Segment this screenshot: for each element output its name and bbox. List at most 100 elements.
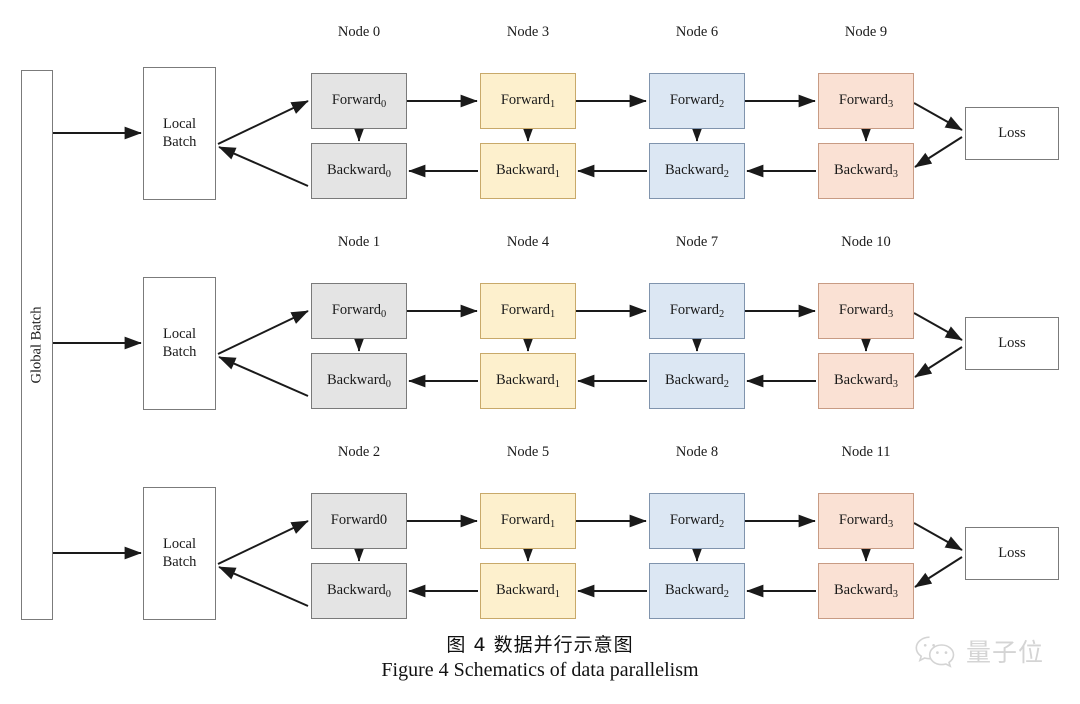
forward-subscript: 0 <box>380 99 387 111</box>
forward-box-row1-stage2[interactable]: Forward2 <box>649 73 745 129</box>
backward-subscript: 3 <box>892 589 898 601</box>
loss-label: Loss <box>998 124 1026 141</box>
backward-subscript: 1 <box>554 379 560 391</box>
arrow-forward3-to-loss-row3 <box>913 522 963 551</box>
backward-label: Backward <box>327 582 386 599</box>
watermark: 量子位 <box>913 633 1044 669</box>
backward-subscript: 2 <box>723 589 729 601</box>
loss-label: Loss <box>998 544 1026 561</box>
backward-box-row1-stage3[interactable]: Backward3 <box>818 143 914 199</box>
arrow-forward3-to-loss-row2 <box>913 312 963 341</box>
backward-label: Backward <box>834 162 893 179</box>
backward-box-row3-stage0[interactable]: Backward0 <box>311 563 407 619</box>
backward-label: Backward <box>665 372 724 389</box>
arrow-local-to-forward-1 <box>217 100 309 145</box>
figure-caption-english: Figure 4 Schematics of data parallelism <box>381 659 699 681</box>
forward-box-row2-stage2[interactable]: Forward2 <box>649 283 745 339</box>
forward-subscript: 1 <box>549 519 556 531</box>
forward-box-row2-stage1[interactable]: Forward1 <box>480 283 576 339</box>
forward-label: Forward <box>669 512 719 529</box>
node-label-10: Node 10 <box>841 234 891 250</box>
forward-box-row2-stage3[interactable]: Forward3 <box>818 283 914 339</box>
node-label-1: Node 1 <box>337 234 381 250</box>
forward-subscript: 3 <box>887 99 894 111</box>
forward-box-row3-stage3[interactable]: Forward3 <box>818 493 914 549</box>
loss-box-row3[interactable]: Loss <box>965 527 1059 580</box>
forward-label: Forward <box>838 92 888 109</box>
loss-box-row2[interactable]: Loss <box>965 317 1059 370</box>
backward-label: Backward <box>327 162 386 179</box>
backward-subscript: 2 <box>723 169 729 181</box>
forward-box-row3-stage0[interactable]: Forward0 <box>311 493 407 549</box>
backward-box-row2-stage2[interactable]: Backward2 <box>649 353 745 409</box>
forward-box-row1-stage3[interactable]: Forward3 <box>818 73 914 129</box>
backward-subscript: 2 <box>723 379 729 391</box>
backward-box-row2-stage1[interactable]: Backward1 <box>480 353 576 409</box>
node-label-5: Node 5 <box>506 444 550 460</box>
global-batch-box[interactable]: Global Batch <box>21 70 53 620</box>
arrow-backward-to-local-1 <box>218 146 309 187</box>
backward-box-row2-stage0[interactable]: Backward0 <box>311 353 407 409</box>
arrow-forward3-to-loss-row1 <box>913 102 963 131</box>
backward-label: Backward <box>496 582 555 599</box>
forward-box-row1-stage0[interactable]: Forward0 <box>311 73 407 129</box>
backward-subscript: 1 <box>554 169 560 181</box>
forward-label: Forward <box>500 302 550 319</box>
node-label-11: Node 11 <box>841 444 891 460</box>
forward-box-row2-stage0[interactable]: Forward0 <box>311 283 407 339</box>
backward-subscript: 1 <box>554 589 560 601</box>
arrow-backward-to-local-3 <box>218 566 309 607</box>
forward-label: Forward <box>500 92 550 109</box>
backward-label: Backward <box>665 582 724 599</box>
backward-box-row1-stage0[interactable]: Backward0 <box>311 143 407 199</box>
forward-subscript: 0 <box>380 309 387 321</box>
loss-box-row1[interactable]: Loss <box>965 107 1059 160</box>
node-label-7: Node 7 <box>675 234 719 250</box>
forward-label: Forward <box>500 512 550 529</box>
loss-label: Loss <box>998 334 1026 351</box>
arrow-loss-to-backward3-row1 <box>914 136 963 168</box>
backward-box-row1-stage1[interactable]: Backward1 <box>480 143 576 199</box>
forward-box-row3-stage1[interactable]: Forward1 <box>480 493 576 549</box>
wechat-bubbles-icon <box>915 636 955 668</box>
forward-subscript: 1 <box>549 99 556 111</box>
node-label-9: Node 9 <box>844 24 888 40</box>
node-label-2: Node 2 <box>337 444 381 460</box>
backward-box-row1-stage2[interactable]: Backward2 <box>649 143 745 199</box>
forward-subscript: 3 <box>887 519 894 531</box>
forward-label: Forward <box>838 302 888 319</box>
forward-label: Forward <box>669 92 719 109</box>
forward-label: Forward <box>838 512 888 529</box>
backward-label: Backward <box>327 372 386 389</box>
backward-subscript: 0 <box>385 379 391 391</box>
arrow-local-to-forward-3 <box>217 520 309 565</box>
forward-box-row1-stage1[interactable]: Forward1 <box>480 73 576 129</box>
global-batch-label: Global Batch <box>28 306 45 384</box>
node-label-6: Node 6 <box>675 24 719 40</box>
arrow-loss-to-backward3-row2 <box>914 346 963 378</box>
forward-box-row3-stage2[interactable]: Forward2 <box>649 493 745 549</box>
forward-subscript: 2 <box>718 309 725 321</box>
backward-subscript: 0 <box>385 589 391 601</box>
forward-label: Forward <box>669 302 719 319</box>
backward-box-row2-stage3[interactable]: Backward3 <box>818 353 914 409</box>
backward-label: Backward <box>834 372 893 389</box>
backward-label: Backward <box>496 372 555 389</box>
backward-box-row3-stage1[interactable]: Backward1 <box>480 563 576 619</box>
backward-label: Backward <box>496 162 555 179</box>
backward-box-row3-stage3[interactable]: Backward3 <box>818 563 914 619</box>
backward-subscript: 3 <box>892 379 898 391</box>
arrow-backward-to-local-2 <box>218 356 309 397</box>
forward-subscript: 2 <box>718 99 725 111</box>
backward-box-row3-stage2[interactable]: Backward2 <box>649 563 745 619</box>
forward-label: Forward <box>331 92 381 109</box>
backward-subscript: 0 <box>385 169 391 181</box>
